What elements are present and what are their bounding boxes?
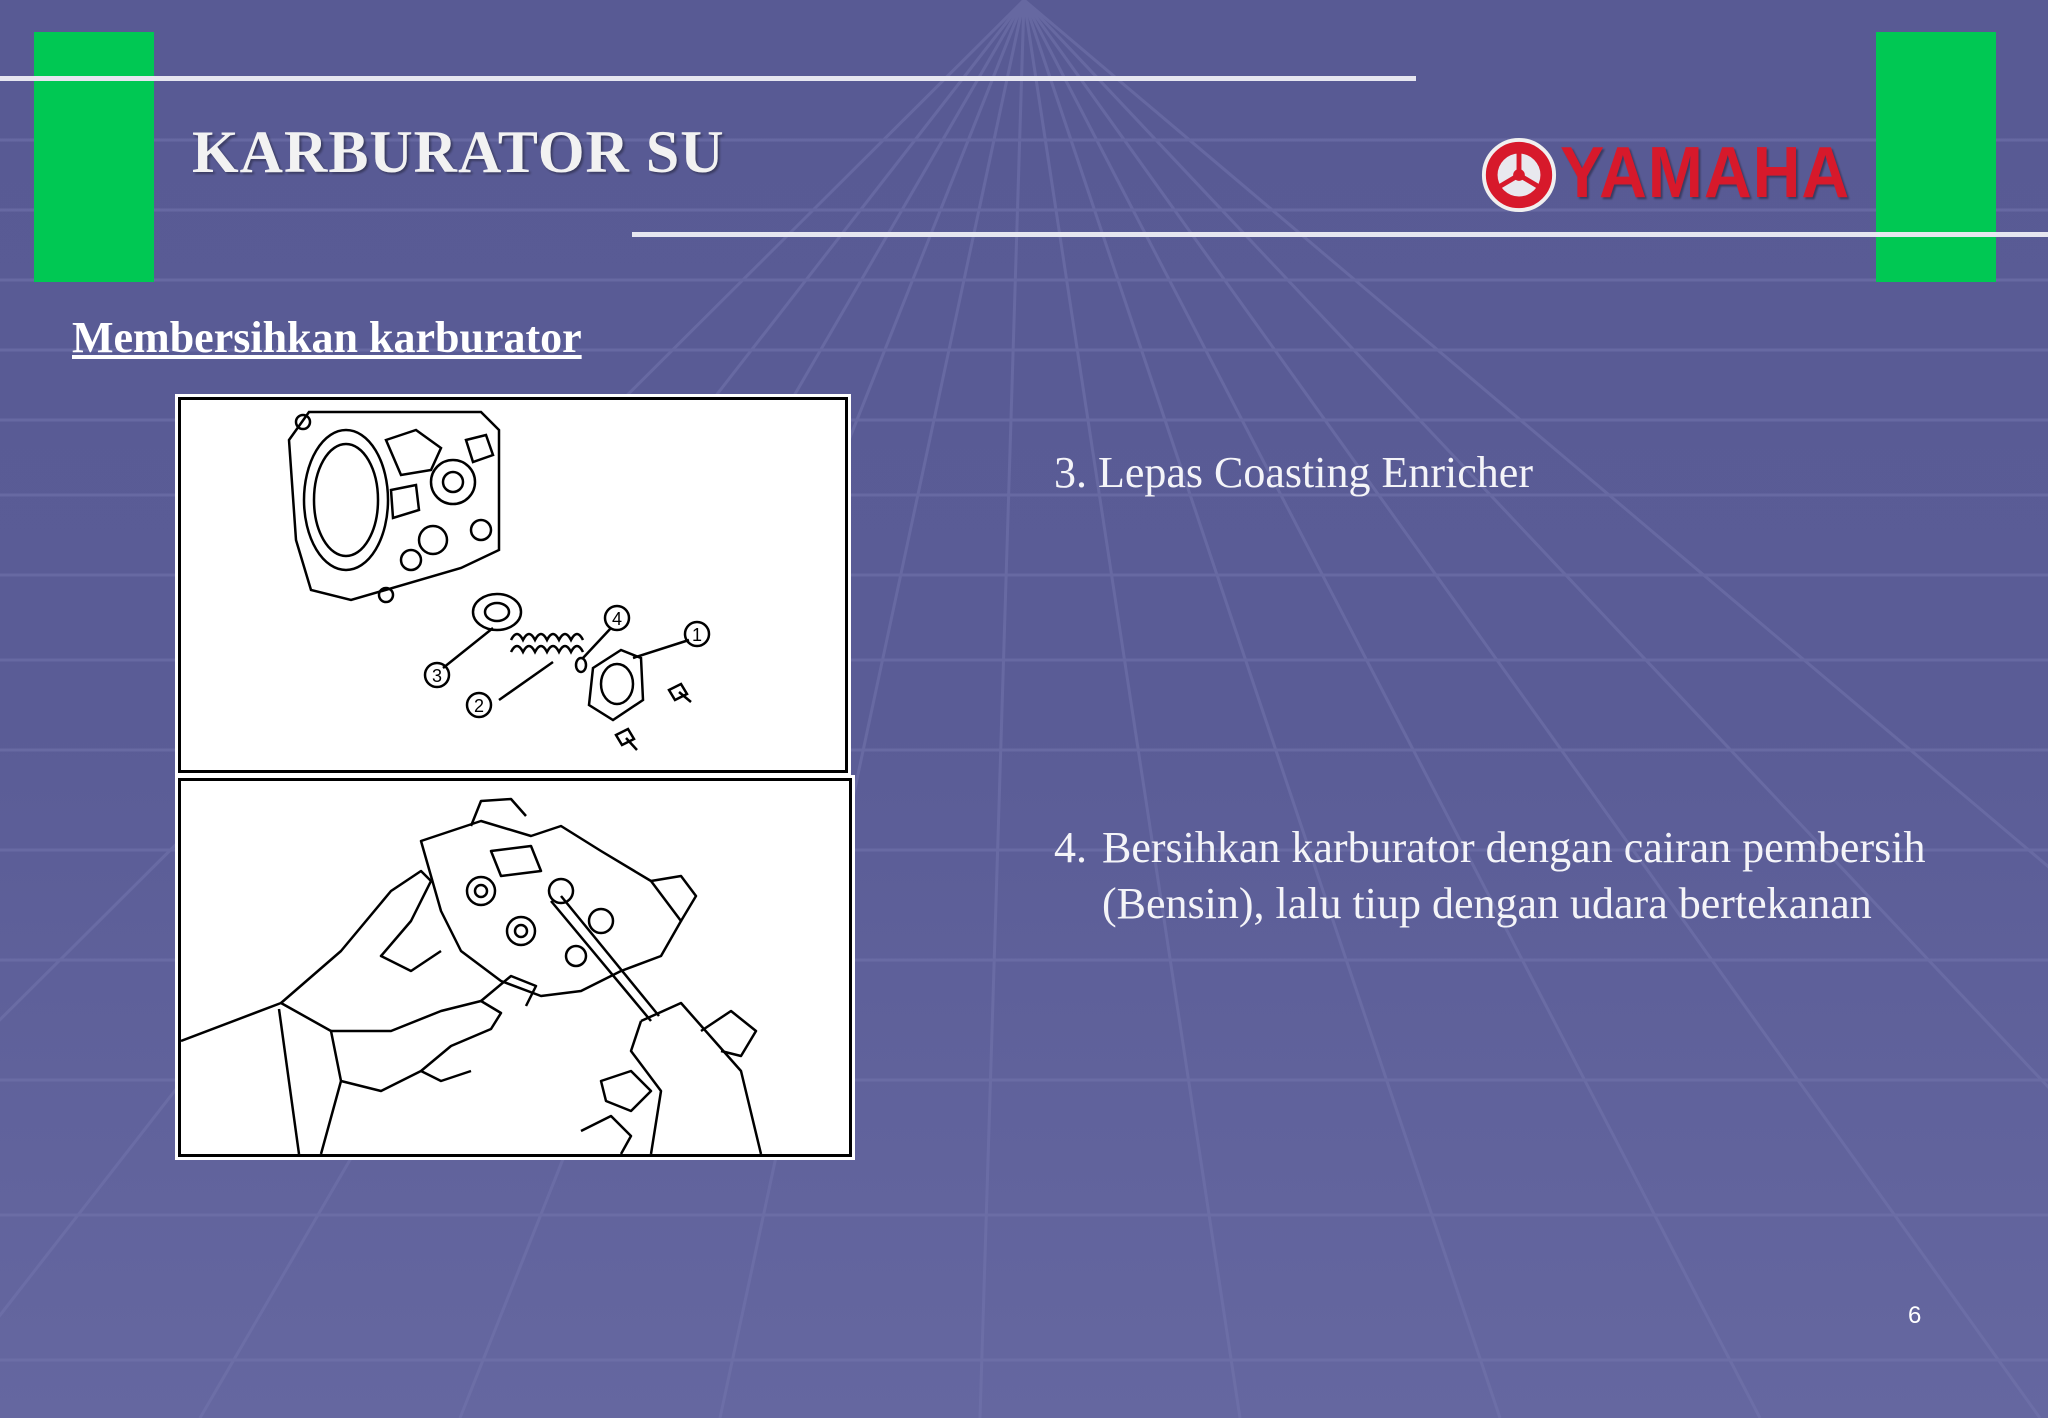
slide-title: KARBURATOR SU [192,119,725,185]
callout-4: 4 [612,609,622,629]
coasting-enricher-drawing: 3 2 1 4 [287,410,711,751]
yamaha-logo-text: YAMAHA [1560,133,1851,213]
right-green-bar [1876,32,1996,282]
yamaha-tuning-fork-logo-icon [1481,137,1557,213]
top-rule [0,76,1416,81]
left-green-bar [34,32,154,282]
section-heading: Membersihkan karburator [72,313,582,362]
step-4-number: 4. [1054,823,1087,872]
callout-3: 3 [432,666,442,686]
cleaning-carburetor-illustration [175,775,855,1160]
page-number: 6 [1908,1302,1922,1329]
coasting-enricher-diagram: 3 2 1 4 [175,394,851,776]
hand-air-gun-drawing [181,797,763,1154]
callout-2: 2 [474,696,484,716]
callout-1: 1 [692,625,702,645]
step-4-body: Bersihkan karburator dengan cairan pembe… [1102,823,1926,928]
step-4-text: 4. Bersihkan karburator dengan cairan pe… [1054,820,1954,932]
logo-rule [632,232,2048,237]
yamaha-logo: YAMAHA [1480,133,1850,216]
step-3-text: 3. Lepas Coasting Enricher [1054,448,1533,497]
